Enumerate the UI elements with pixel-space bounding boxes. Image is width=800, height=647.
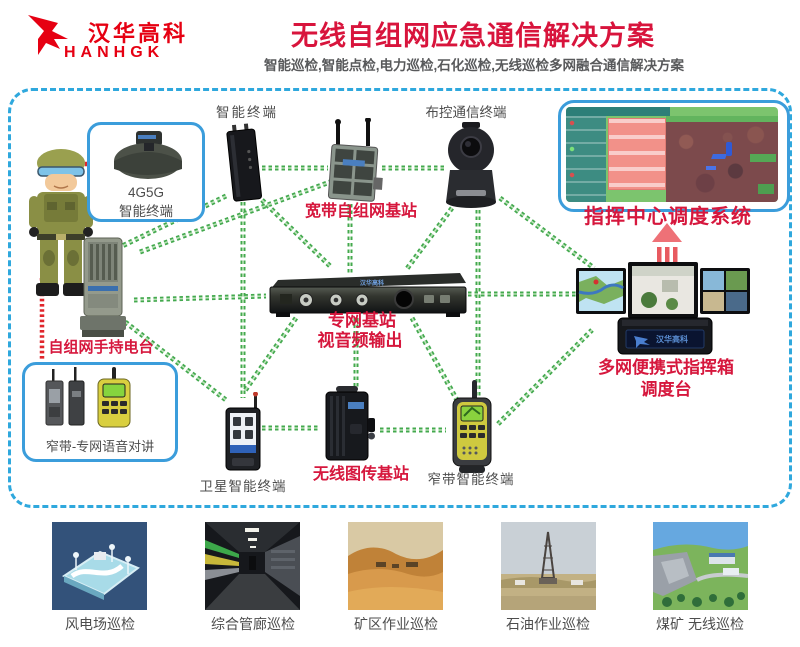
command-case-label-line1: 多网便携式指挥箱	[598, 358, 734, 377]
oil-field-thumbnail	[501, 522, 596, 610]
screenshot-map	[666, 116, 778, 202]
voice-intercom-card: 窄带-专网语音对讲	[22, 362, 178, 462]
map-marker	[711, 154, 727, 159]
map-green-patch	[750, 154, 776, 162]
private-network-rack-device	[269, 273, 467, 317]
helmet-terminal-label-line2: 智能终端	[119, 204, 173, 219]
command-center-label: 指挥中心调度系统	[584, 206, 752, 228]
helmet-terminal-card: 4G5G 智能终端	[87, 122, 205, 222]
smart-terminal-label: 智能终端	[216, 105, 278, 120]
map-top-strip	[666, 116, 778, 122]
app-label-oil-field: 石油作业巡检	[506, 616, 590, 632]
map-marker	[726, 142, 732, 156]
satellite-terminal-device	[225, 392, 261, 471]
screenshot-titlebar	[566, 107, 670, 116]
app-label-mining-area: 矿区作业巡检	[354, 616, 438, 632]
app-label-utility-tunnel: 综合管廊巡检	[211, 616, 295, 632]
brand-name-en: HANHGK	[64, 44, 165, 61]
uplink-arrow-icon	[652, 223, 682, 264]
satellite-terminal-label: 卫星智能终端	[199, 479, 287, 494]
rack-brand-logo: 汉华高科	[359, 281, 385, 287]
walkie-talkies-icon	[45, 367, 131, 428]
video-base-label: 无线图传基站	[312, 466, 410, 483]
brand-name-cn: 汉华高科	[88, 21, 189, 46]
soldier-illustration	[29, 149, 93, 296]
video-transmission-device	[325, 386, 375, 461]
screenshot-sidebar	[566, 116, 606, 202]
helmet-camera-icon	[114, 131, 182, 179]
command-case-brand-logo: 汉华高科	[656, 335, 688, 344]
coal-mine-thumbnail	[653, 522, 748, 610]
brand-bird-icon	[28, 15, 68, 55]
map-marker	[706, 166, 716, 170]
ptz-camera-device	[446, 122, 496, 208]
smart-terminal-device	[226, 123, 262, 202]
narrowband-terminal-device	[452, 380, 492, 473]
handheld-radio-label: 自组网手持电台	[48, 339, 154, 356]
command-center-screenshot	[566, 107, 778, 202]
screenshot-detail-panel	[608, 118, 666, 190]
private-base-label-line2: 视音频输出	[317, 331, 403, 350]
helmet-terminal-label-line1: 4G5G	[127, 185, 165, 200]
voice-intercom-label: 窄带-专网语音对讲	[45, 439, 155, 454]
page-title: 无线自组网应急通信解决方案	[291, 21, 655, 51]
command-case-label-line2: 调度台	[640, 380, 692, 399]
broadband-base-label: 宽带自组网基站	[304, 203, 418, 220]
narrowband-terminal-label: 窄带智能终端	[427, 472, 515, 487]
diagram-frame	[8, 88, 792, 508]
utility-tunnel-thumbnail	[205, 522, 300, 610]
private-base-label-line1: 专网基站	[328, 311, 396, 330]
app-label-wind-farm: 风电场巡检	[65, 616, 135, 632]
map-green-patch	[758, 184, 774, 194]
command-case-device	[576, 262, 750, 355]
surveillance-terminal-label: 布控通信终端	[425, 105, 507, 120]
mesh-links	[116, 165, 596, 433]
mining-area-thumbnail	[348, 522, 443, 610]
page-subtitle: 智能巡检,智能点检,电力巡检,石化巡检,无线巡检多网融合通信解决方案	[263, 58, 685, 73]
broadband-base-device	[327, 118, 383, 202]
handheld-radio-device	[80, 237, 126, 337]
wind-farm-thumbnail	[52, 522, 147, 610]
app-label-coal-mine: 煤矿 无线巡检	[656, 616, 744, 632]
